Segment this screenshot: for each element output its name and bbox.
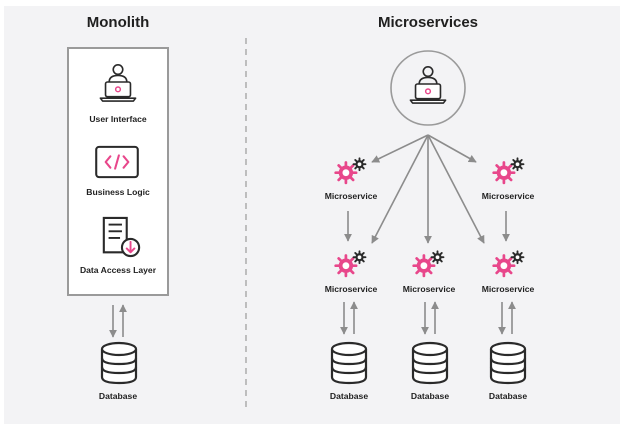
service-label: Microservice xyxy=(324,284,378,294)
microservices-title: Microservices xyxy=(377,14,479,31)
database-icon xyxy=(411,341,449,385)
database-label: Database xyxy=(410,391,450,401)
service-label: Microservice xyxy=(402,284,456,294)
monolith-title: Monolith xyxy=(86,14,150,31)
database-label: Database xyxy=(98,391,138,401)
database-label: Database xyxy=(329,391,369,401)
layer-label-user-interface: User Interface xyxy=(89,114,147,124)
arrow-client-to-service-top-right xyxy=(427,134,477,163)
service-label: Microservice xyxy=(481,191,535,201)
database-icon xyxy=(330,341,368,385)
database-icon xyxy=(100,341,138,385)
service-label: Microservice xyxy=(324,191,378,201)
database-label: Database xyxy=(488,391,528,401)
layer-label-data-access: Data Access Layer xyxy=(79,265,157,275)
code-icon xyxy=(95,145,139,179)
arrow-client-to-service-top-left xyxy=(371,134,429,163)
arrow-client-to-service-mid-left xyxy=(371,134,429,244)
arrow-client-to-service-mid-right xyxy=(427,134,485,244)
layer-label-business-logic: Business Logic xyxy=(86,187,150,197)
service-label: Microservice xyxy=(481,284,535,294)
database-icon xyxy=(489,341,527,385)
